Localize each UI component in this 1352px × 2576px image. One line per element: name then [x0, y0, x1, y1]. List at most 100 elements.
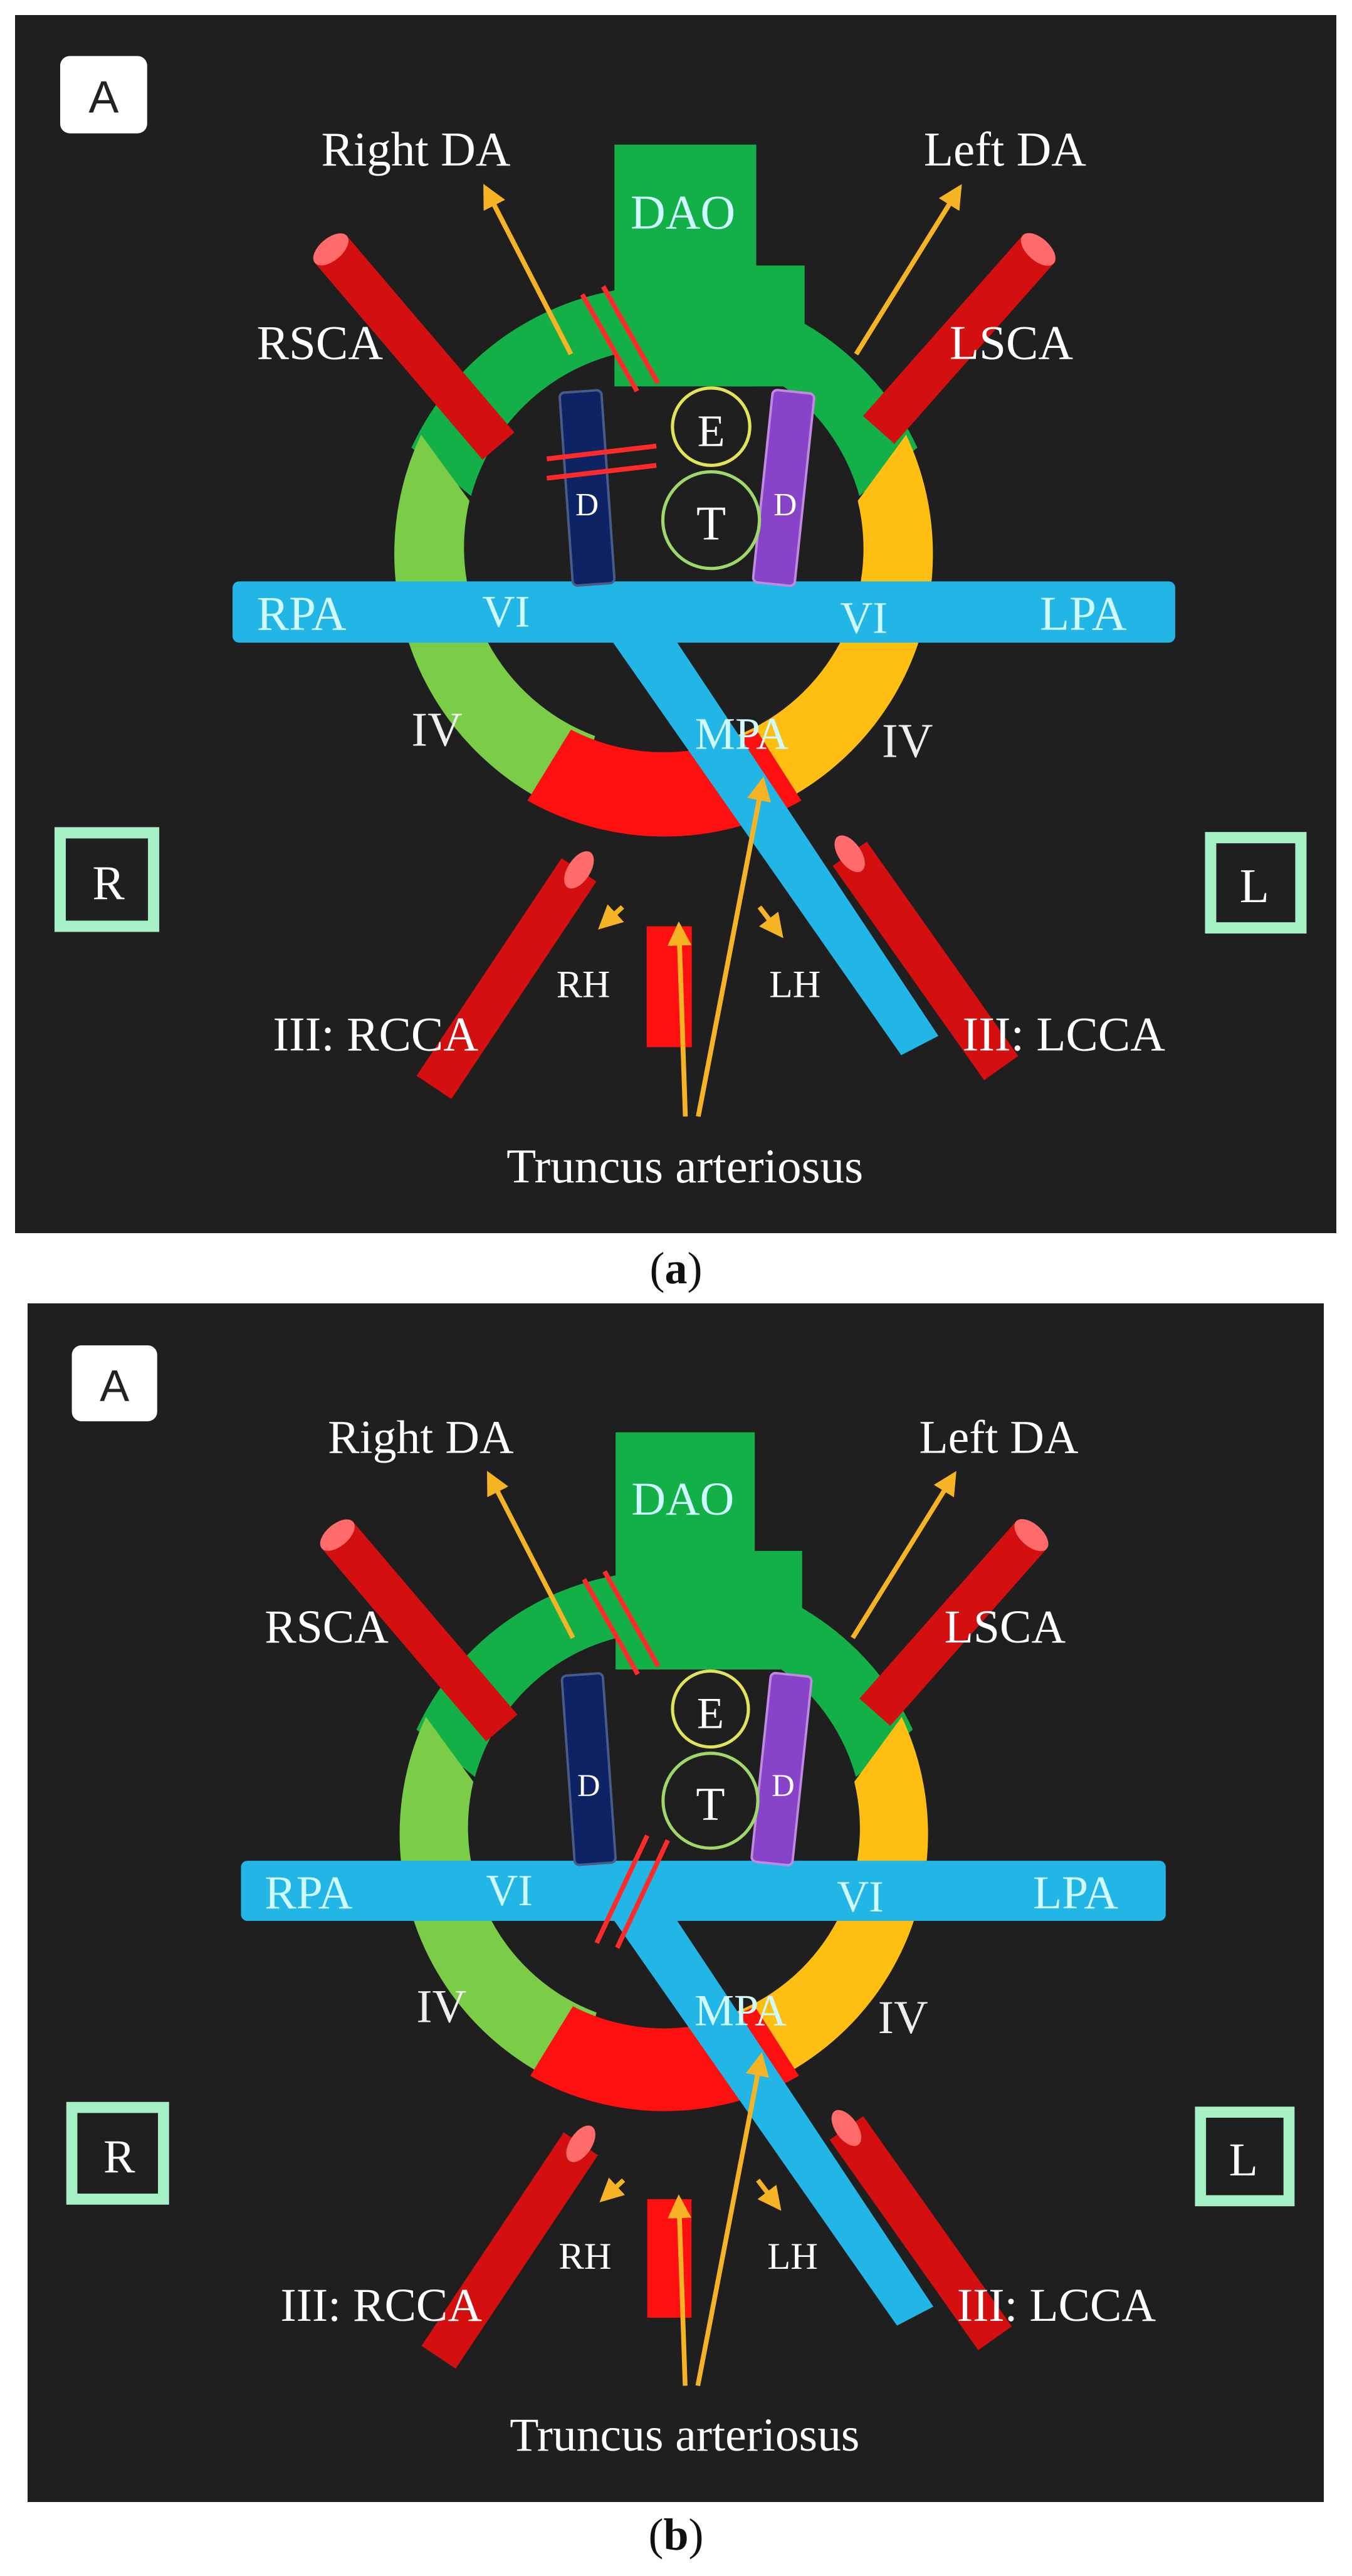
truncus-stem — [646, 926, 692, 1048]
lh-arrow — [757, 905, 783, 938]
label-lcca: III: LCCA — [963, 1007, 1166, 1061]
caption-b: (b) — [648, 2510, 704, 2560]
label-e: E — [698, 406, 725, 456]
corner-tag-text: A — [100, 1360, 129, 1410]
label-r: R — [103, 2131, 135, 2183]
right-side-frame — [54, 827, 160, 932]
label-lsca: LSCA — [945, 1601, 1066, 1653]
left-d-bar — [560, 1672, 617, 1866]
right-d-bar — [750, 1671, 813, 1866]
label-rsca: RSCA — [257, 316, 384, 370]
label-lpa: LPA — [1033, 1867, 1118, 1919]
label-vi-left: VI — [483, 586, 530, 636]
label-truncus: Truncus arteriosus — [510, 2409, 859, 2461]
truncus-arrow-mpa — [696, 776, 771, 1117]
label-left-da: Left DA — [919, 1412, 1079, 1464]
rh-arrow — [599, 2177, 626, 2202]
label-t: T — [696, 1779, 725, 1831]
label-r: R — [92, 856, 125, 910]
label-iv-left: IV — [416, 1980, 466, 2032]
label-lh: LH — [769, 964, 820, 1006]
label-left-da: Left DA — [924, 122, 1086, 176]
left-fourth-arch — [734, 1716, 928, 2089]
left-da-arrow — [854, 184, 962, 355]
right-da-arrow — [486, 1471, 575, 1639]
caption-b-letter: b — [663, 2510, 689, 2560]
label-d-left: D — [575, 487, 599, 523]
right-fourth-arch — [394, 434, 595, 814]
label-rpa: RPA — [265, 1867, 353, 1919]
label-rcca: III: RCCA — [273, 1007, 478, 1061]
label-iv-right: IV — [878, 1992, 928, 2044]
label-vi-right: VI — [840, 593, 888, 643]
lsca-vessel — [859, 1519, 1049, 1726]
trachea-ring — [661, 470, 762, 570]
label-rpa: RPA — [257, 586, 347, 640]
esophagus-ring — [671, 1669, 750, 1749]
label-rsca: RSCA — [265, 1601, 389, 1653]
truncus-arrow-vertical — [667, 921, 692, 1117]
label-e: E — [697, 1689, 724, 1738]
label-l: L — [1240, 859, 1269, 913]
label-d-right: D — [773, 487, 797, 523]
right-d-bar — [752, 389, 815, 587]
rh-arrow — [598, 904, 624, 930]
left-side-frame — [1205, 832, 1307, 934]
interruption-right-sixth-arch — [594, 1834, 670, 1949]
main-pulmonary-artery — [607, 1911, 934, 2326]
label-rh: RH — [557, 964, 610, 1006]
label-t: T — [696, 497, 726, 550]
right-da-arrow — [483, 184, 574, 355]
label-iv-left: IV — [411, 703, 462, 757]
label-d-left: D — [577, 1768, 600, 1803]
diagram-a: A — [15, 23, 1336, 1225]
caption-a-letter: a — [664, 1243, 688, 1293]
trachea-ring — [661, 1752, 760, 1850]
rcca-vessel — [421, 2125, 598, 2369]
lsca-vessel — [862, 233, 1056, 444]
rsca-vessel — [320, 1519, 518, 1742]
label-right-da: Right DA — [328, 1412, 514, 1464]
label-lpa: LPA — [1040, 586, 1127, 640]
label-iv-right: IV — [882, 714, 933, 768]
truncus-arrow-vertical — [668, 2194, 691, 2386]
label-mpa: MPA — [694, 1986, 787, 2035]
panel-a: A — [15, 15, 1336, 1233]
label-lsca: LSCA — [950, 316, 1073, 370]
corner-tag-text: A — [88, 72, 118, 122]
label-truncus: Truncus arteriosus — [506, 1139, 863, 1193]
label-lh: LH — [767, 2236, 818, 2278]
label-mpa: MPA — [695, 709, 789, 759]
label-rcca: III: RCCA — [281, 2279, 483, 2332]
diagram-b: A — [28, 1313, 1324, 2492]
label-d-right: D — [772, 1768, 794, 1803]
dao-arch-top — [416, 1570, 913, 1777]
rsca-vessel — [313, 233, 515, 460]
label-rh: RH — [558, 2236, 611, 2278]
interruption-right-arch-proximal — [580, 285, 661, 392]
pulmonary-artery-bar — [233, 581, 1175, 643]
right-side-frame — [66, 2101, 169, 2205]
panel-b: A — [28, 1303, 1324, 2502]
interruption-right-arch-proximal — [582, 1570, 661, 1676]
label-vi-right: VI — [837, 1873, 884, 1921]
dao-arch-top — [411, 286, 918, 497]
label-l: L — [1229, 2134, 1258, 2186]
truncus-stem — [647, 2199, 692, 2318]
lcca-vessel — [829, 2110, 1012, 2350]
label-vi-left: VI — [486, 1866, 533, 1915]
label-lcca: III: LCCA — [957, 2279, 1156, 2332]
lcca-vessel — [832, 835, 1019, 1081]
corner-tag: A — [71, 1345, 157, 1422]
caption-a: (a) — [649, 1243, 703, 1293]
label-right-da: Right DA — [321, 122, 510, 176]
left-da-arrow — [851, 1471, 956, 1639]
right-fourth-arch — [399, 1716, 597, 2089]
left-side-frame — [1195, 2106, 1295, 2207]
main-pulmonary-artery — [606, 633, 939, 1056]
pulmonary-artery-bar — [241, 1861, 1166, 1921]
interruption-right-arch-to-esophagus — [546, 443, 657, 481]
corner-tag: A — [60, 56, 147, 134]
truncus-arrow-mpa — [695, 2052, 770, 2387]
left-fourth-arch — [735, 434, 933, 814]
